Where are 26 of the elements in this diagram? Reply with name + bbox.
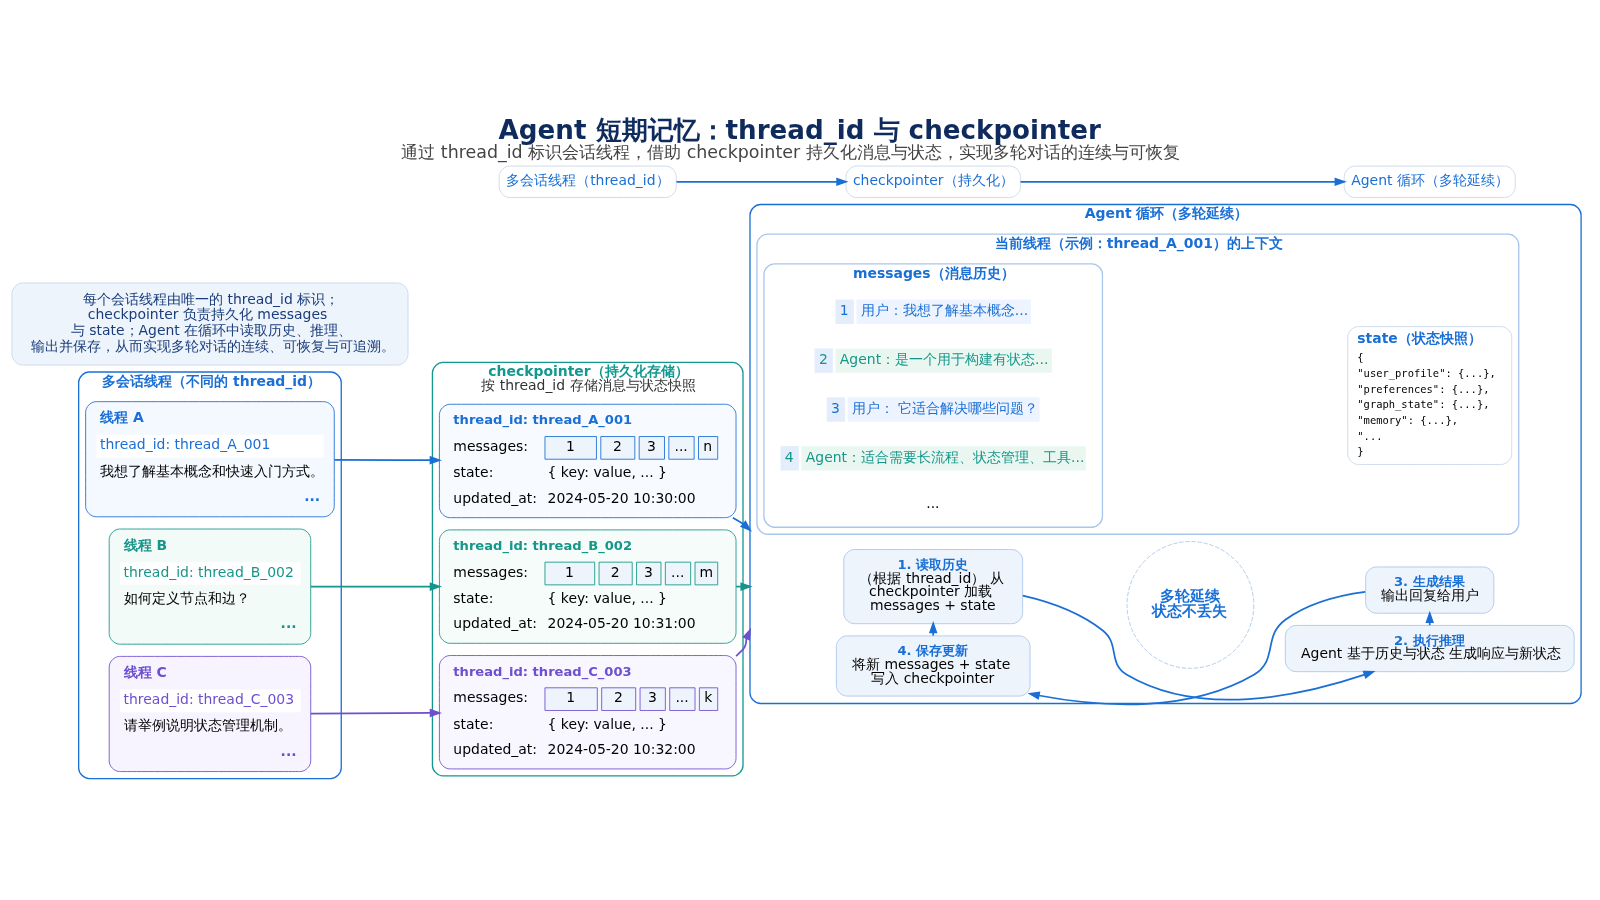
arrow xyxy=(1019,177,1347,186)
node-box: Agent 循环（多轮延续） xyxy=(1343,165,1516,198)
node-box: checkpointer（持久化） xyxy=(845,165,1021,198)
node-box: 每个会话线程由唯一的 thread_id 标识；checkpointer 负责持久化 messages 与 state；Agent 在循环中读取历史、推理、输出并保存，从而实现多轮对话的连续、可恢复与可追溯。 xyxy=(11,282,409,365)
node-box: state（状态快照） { "user_profile": {...}, "preferences": {...}, "graph_state": {...}, "memory": {...}, "... } xyxy=(1347,325,1513,465)
node-circle: 多轮延续 状态不丢失 xyxy=(1126,540,1255,669)
node-box: 2. 执行推理 Agent 基于历史与状态 生成响应与新状态 xyxy=(1284,624,1575,672)
node-box: 3. 生成结果 输出回复给用户 xyxy=(1365,566,1495,614)
arrow xyxy=(310,708,442,717)
node-box: thread_id: thread_B_002 messages: 1 2 3 ... m state: { key: value, ... } updated_at: 2024-05-20 10:31:00 xyxy=(438,528,737,644)
diagram-title: Agent 短期记忆：thread_id 与 checkpointer xyxy=(498,114,1101,145)
arrow xyxy=(675,177,849,186)
label: ... xyxy=(926,494,940,511)
node-box: thread_id: thread_A_001 messages: 1 2 3 ... n state: { key: value, ... } updated_at: 2024-05-20 10:30:00 xyxy=(438,403,737,518)
node-box: thread_id: thread_C_003 messages: 1 2 3 ... k state: { key: value, ... } updated_at: 2024-05-20 10:32:00 xyxy=(438,654,737,769)
arrow xyxy=(928,620,938,636)
arrow xyxy=(735,627,752,657)
node-box: 线程 C thread_id: thread_C_003 请举例说明状态管理机制。 ... xyxy=(108,655,312,772)
arrow xyxy=(310,581,442,591)
node-box: 多会话线程（thread_id） xyxy=(498,165,677,198)
node-box: 线程 A thread_id: thread_A_001 我想了解基本概念和快速入门方式。 ... xyxy=(85,400,335,517)
node-box: 4. 保存更新 将新 messages + state 写入 checkpointer xyxy=(835,634,1031,697)
arrow xyxy=(731,516,752,532)
node-box: 1. 读取历史 （根据 thread_id） 从 checkpointer 加载 messages + state xyxy=(843,548,1024,624)
arrow xyxy=(333,455,442,465)
node-box: 线程 B thread_id: thread_B_002 如何定义节点和边？ ... xyxy=(108,528,312,645)
